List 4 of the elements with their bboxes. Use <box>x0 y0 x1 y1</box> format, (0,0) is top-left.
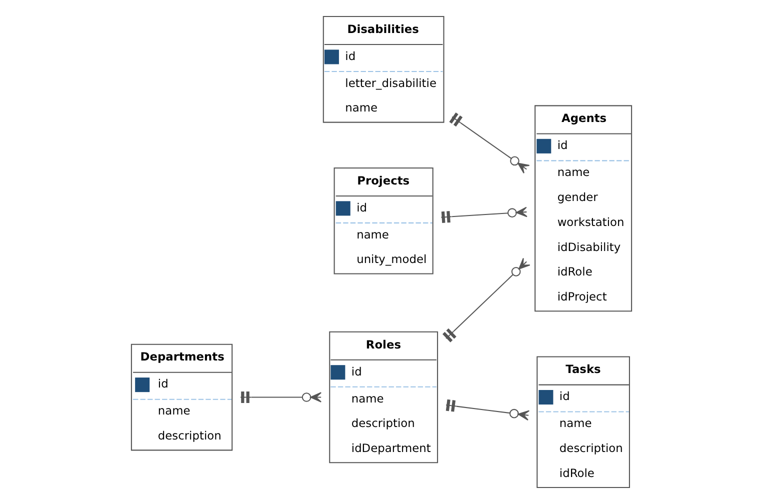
connector <box>449 112 530 174</box>
connector <box>446 399 530 421</box>
connector <box>441 206 528 223</box>
connector <box>442 258 530 342</box>
